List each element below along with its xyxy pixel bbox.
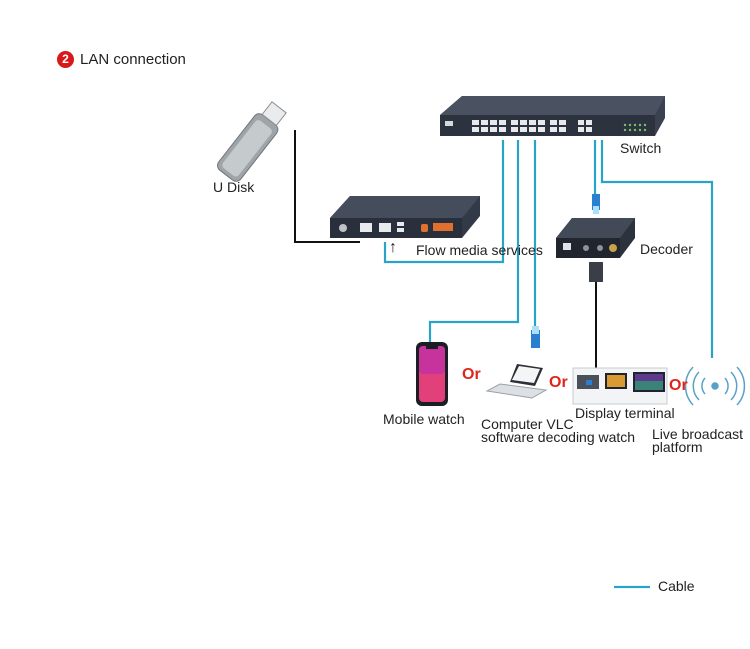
decoder-label: Decoder [640,241,693,257]
computer-label-line2: software decoding watch [481,429,636,445]
cable-switch-to-live [600,140,714,358]
or-label-2: Or [549,374,568,391]
broadcast-signal-icon [684,366,746,406]
u-disk-device [217,101,287,182]
live-broadcast-label-line1: Live broadcast [652,426,744,442]
step-number-badge: 2 [57,51,74,68]
cable-switch-to-server [383,140,505,264]
display-terminal-label: Display terminal [575,405,675,421]
display-terminal-device [572,367,668,405]
live-broadcast-label-line2: platform [652,439,703,455]
connector-computer [531,326,540,348]
black-cables [294,130,597,368]
or-label-1: Or [462,366,481,383]
laptop-device [485,364,548,399]
u-disk-label: U Disk [213,179,255,195]
decoder-device [556,218,635,258]
switch-label: Switch [620,140,662,156]
computer-label-line1: Computer VLC [481,416,574,432]
switch-device [440,96,665,136]
mobile-watch-label: Mobile watch [383,411,465,427]
flow-media-server-device [330,196,480,238]
mobile-phone-device [416,342,448,406]
flow-media-label: Flow media services [416,242,543,258]
connector-switch-decoder [592,194,600,214]
diagram-title: LAN connection [80,51,186,68]
or-label-3: Or [669,377,688,394]
up-arrow-icon: ↑ [389,239,397,256]
cable-lines [383,140,714,358]
usb-cable [294,130,360,243]
cable-switch-to-mobile [428,140,520,342]
legend-cable-label: Cable [658,578,695,594]
hdmi-connector [589,262,603,282]
